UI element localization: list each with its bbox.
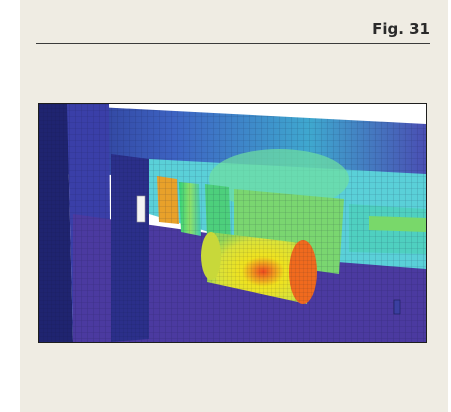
header-rule xyxy=(36,43,430,44)
figure-label: Fig. 31 xyxy=(372,20,430,38)
fea-stress-image xyxy=(38,103,427,343)
figure-panel: Fig. 31 xyxy=(20,0,448,412)
